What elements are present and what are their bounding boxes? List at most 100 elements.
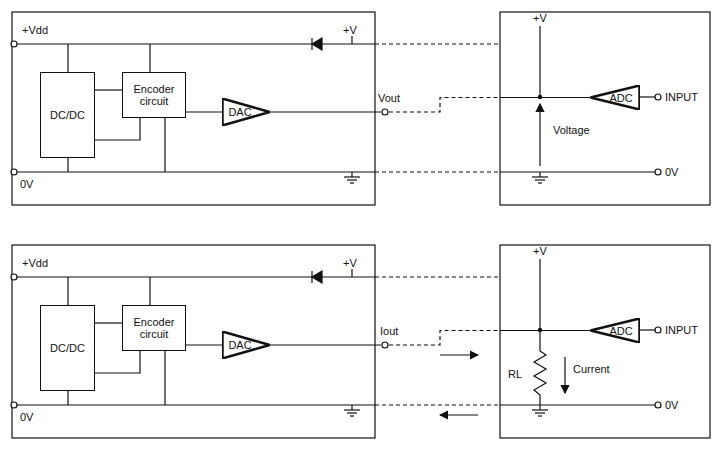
sensor-housing bbox=[12, 12, 375, 205]
signal-label: +Vdd bbox=[22, 24, 48, 37]
signal-wire bbox=[186, 344, 222, 345]
circuit-block: DC/DC bbox=[40, 72, 95, 158]
ground-symbol bbox=[535, 179, 545, 180]
signal-wire bbox=[95, 118, 140, 140]
dac-amplifier: DAC bbox=[222, 331, 270, 359]
wire bbox=[17, 43, 312, 44]
wire bbox=[67, 277, 68, 305]
block-label: DAC bbox=[228, 106, 251, 118]
terminal bbox=[11, 402, 17, 408]
triangle-outline bbox=[591, 86, 640, 110]
terminal bbox=[382, 109, 388, 115]
signal-wire bbox=[270, 98, 590, 113]
block-label: DC/DC bbox=[50, 342, 85, 354]
ground-symbol bbox=[538, 182, 542, 183]
wire bbox=[539, 259, 540, 330]
ground-symbol bbox=[351, 405, 352, 410]
wire bbox=[640, 96, 655, 97]
wire bbox=[17, 404, 375, 405]
signal-label: INPUT bbox=[665, 91, 698, 104]
wire bbox=[351, 36, 352, 44]
signal-wire bbox=[95, 323, 122, 324]
terminal bbox=[382, 342, 388, 348]
cable-wire bbox=[375, 171, 500, 172]
block-label: Encoder circuit bbox=[123, 83, 185, 107]
signal-wire bbox=[186, 111, 222, 112]
signal-label: 0V bbox=[20, 178, 33, 191]
wire bbox=[67, 44, 68, 72]
signal-label: +V bbox=[343, 24, 357, 37]
block-label: ADC bbox=[609, 92, 632, 104]
adc-amplifier: ADC bbox=[590, 85, 640, 110]
diode-symbol bbox=[311, 271, 312, 283]
ground-symbol bbox=[350, 182, 354, 183]
signal-wire bbox=[95, 118, 140, 140]
ground-symbol bbox=[347, 179, 357, 180]
wire bbox=[17, 276, 312, 277]
block-label: DC/DC bbox=[50, 109, 85, 121]
wire bbox=[322, 43, 375, 44]
signal-label: +V bbox=[343, 257, 357, 270]
sensor-housing bbox=[12, 245, 375, 438]
signal-label: 0V bbox=[20, 411, 33, 424]
signal-label: +V bbox=[533, 245, 547, 258]
signal-wire bbox=[95, 351, 140, 373]
current-arrow bbox=[440, 414, 478, 415]
wire bbox=[500, 404, 655, 405]
terminal bbox=[11, 41, 17, 47]
signal-label: +V bbox=[533, 12, 547, 25]
ground-symbol bbox=[532, 176, 548, 177]
circuit-block: Encoder circuit bbox=[122, 305, 186, 351]
signal-wire bbox=[186, 345, 222, 346]
signal-label: Vout bbox=[378, 92, 400, 105]
signal-wire bbox=[500, 97, 590, 98]
diode-symbol bbox=[312, 38, 322, 50]
ground-symbol bbox=[351, 172, 352, 177]
receiver-housing bbox=[500, 245, 710, 438]
wire bbox=[164, 351, 165, 405]
triangle-outline bbox=[591, 319, 640, 343]
signal-wire bbox=[389, 98, 500, 113]
terminal bbox=[655, 169, 661, 175]
cable-wire bbox=[375, 404, 500, 405]
ground-symbol bbox=[535, 412, 545, 413]
ground-symbol bbox=[539, 172, 540, 177]
signal-wire bbox=[270, 344, 381, 345]
diode-symbol bbox=[311, 38, 312, 50]
signal-label: 0V bbox=[665, 166, 678, 179]
wire bbox=[640, 329, 655, 330]
voltage-arrow bbox=[539, 104, 540, 166]
wire bbox=[67, 158, 68, 172]
resistor-symbol bbox=[534, 351, 546, 405]
cable-wire bbox=[375, 276, 500, 277]
adc-amplifier: ADC bbox=[590, 318, 640, 343]
terminal bbox=[655, 402, 661, 408]
triangle-outline bbox=[222, 99, 269, 126]
signal-wire bbox=[95, 90, 122, 91]
signal-wire bbox=[270, 111, 381, 112]
signal-wire bbox=[389, 331, 500, 346]
terminal bbox=[655, 94, 661, 100]
wire bbox=[149, 44, 150, 72]
resistor-symbol bbox=[539, 330, 540, 351]
current-arrow bbox=[564, 357, 565, 393]
signal-label: RL bbox=[508, 368, 522, 381]
wire bbox=[351, 269, 352, 277]
ground-symbol bbox=[532, 409, 548, 410]
signal-wire bbox=[95, 89, 122, 90]
receiver-housing bbox=[500, 12, 710, 205]
signal-label: INPUT bbox=[665, 324, 698, 337]
ground-symbol bbox=[539, 405, 540, 410]
current-arrow bbox=[440, 354, 478, 355]
signal-wire bbox=[186, 112, 222, 113]
wire bbox=[500, 171, 655, 172]
circuit-block: DC/DC bbox=[40, 305, 95, 391]
signal-wire bbox=[270, 331, 590, 346]
ground-symbol bbox=[350, 415, 354, 416]
signal-wire bbox=[500, 330, 590, 331]
triangle-outline bbox=[222, 332, 269, 359]
dac-amplifier: DAC bbox=[222, 98, 270, 126]
